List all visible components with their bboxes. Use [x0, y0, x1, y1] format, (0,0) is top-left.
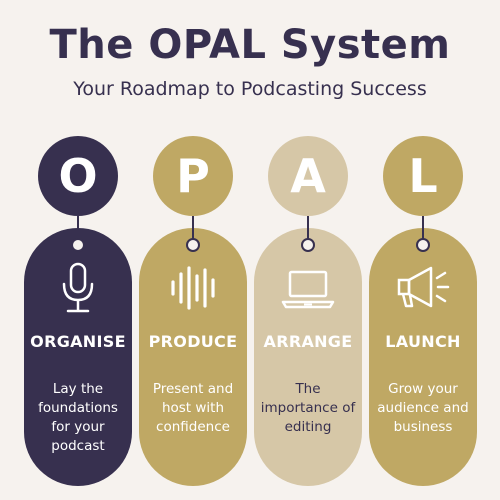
step-organise-connector-dot	[71, 238, 85, 252]
step-produce-description: Present and host with confidence	[152, 381, 234, 435]
step-produce-pill	[139, 228, 247, 486]
step-launch-label: LAUNCH	[385, 332, 461, 351]
laptop-icon	[278, 258, 338, 318]
step-organise-letter: O	[58, 149, 98, 203]
step-arrange-letter: A	[290, 149, 326, 203]
step-launch-letter: L	[408, 149, 438, 203]
step-produce-connector	[192, 216, 194, 240]
step-launch-description: Grow your audience and business	[377, 381, 469, 435]
step-arrange-letter-circle: A	[268, 136, 348, 216]
step-organise-pill	[24, 228, 132, 486]
step-arrange-connector	[307, 216, 309, 240]
step-arrange-connector-dot	[301, 238, 315, 252]
step-launch-connector-dot	[416, 238, 430, 252]
megaphone-icon	[393, 258, 453, 318]
step-produce: P PRODUCE Present and host with confiden…	[139, 136, 247, 486]
step-organise-label: ORGANISE	[30, 332, 126, 351]
step-arrange: A ARRANGE The importance of editing	[254, 136, 362, 486]
step-produce-letter-circle: P	[153, 136, 233, 216]
page-title: The OPAL System	[49, 22, 451, 68]
step-launch: L LAUNCH Grow your audience and business	[369, 136, 477, 486]
step-produce-connector-dot	[186, 238, 200, 252]
step-organise-letter-circle: O	[38, 136, 118, 216]
page-subtitle: Your Roadmap to Podcasting Success	[73, 78, 427, 100]
step-launch-connector	[422, 216, 424, 240]
step-produce-letter: P	[176, 149, 210, 203]
step-produce-label: PRODUCE	[148, 332, 238, 351]
step-organise-connector	[77, 216, 79, 240]
step-arrange-label: ARRANGE	[263, 332, 353, 351]
step-arrange-description: The importance of editing	[260, 381, 356, 435]
step-organise: O ORGANISE Lay the foundations for your …	[24, 136, 132, 486]
step-launch-letter-circle: L	[383, 136, 463, 216]
step-organise-description: Lay the foundations for your podcast	[38, 381, 118, 454]
microphone-icon	[48, 258, 108, 318]
sound-wave-icon	[163, 258, 223, 318]
